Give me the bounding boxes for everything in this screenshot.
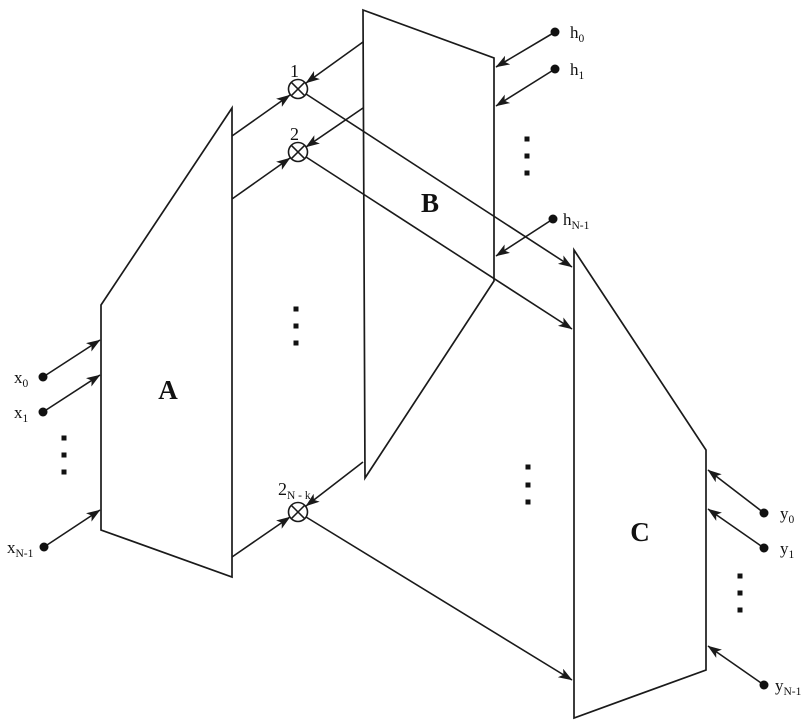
hN1-label: hN-1 xyxy=(563,210,590,232)
x1-arrow xyxy=(42,374,101,413)
b-to-node3-arrow xyxy=(305,461,364,507)
block-A-shape xyxy=(100,105,233,579)
multiplier-node-1: 1 xyxy=(287,61,309,100)
x1-label: x1 xyxy=(14,403,29,425)
block-A: A xyxy=(100,105,233,579)
ellipsis-dot xyxy=(61,469,67,475)
x0-terminal-dot xyxy=(38,372,48,382)
b-to-node2-arrow xyxy=(305,107,364,148)
yN1-terminal-dot xyxy=(759,680,769,690)
y-inputs-ellipsis xyxy=(737,573,743,613)
h-inputs: h0 h1 hN-1 xyxy=(495,23,590,257)
multiplier-node-2: 2 xyxy=(287,124,309,163)
ellipsis-dot xyxy=(524,136,530,142)
multiplier-column-ellipsis xyxy=(293,306,299,346)
node-to-c-arrows xyxy=(305,93,573,681)
y0-arrow xyxy=(707,469,765,514)
node3-to-c-arrow xyxy=(305,516,573,681)
a-to-node1-arrow xyxy=(231,94,291,137)
hN1-terminal-dot xyxy=(548,214,558,224)
node1-label: 1 xyxy=(290,61,299,81)
ellipsis-dot xyxy=(293,340,299,346)
multiply-cross-stroke xyxy=(290,504,306,520)
y1-arrow xyxy=(707,508,765,549)
block-A-label: A xyxy=(158,375,178,405)
block-C-label: C xyxy=(630,517,650,547)
y1-terminal-dot xyxy=(759,543,769,553)
multiply-cross-stroke xyxy=(290,144,306,160)
ellipsis-dot xyxy=(525,464,531,470)
ellipsis-dot xyxy=(737,590,743,596)
x-inputs-ellipsis xyxy=(61,435,67,475)
h-inputs-ellipsis xyxy=(524,136,530,176)
yN1-arrow xyxy=(707,645,765,686)
b-to-node1-arrow xyxy=(305,41,364,84)
node2-label: 2 xyxy=(290,124,299,144)
yN1-label: yN-1 xyxy=(775,676,802,698)
ellipsis-dot xyxy=(525,482,531,488)
block-B-label: B xyxy=(421,188,439,218)
ellipsis-dot xyxy=(293,306,299,312)
x0-label: x0 xyxy=(14,368,29,390)
y-inputs: y0 y1 yN-1 xyxy=(707,469,802,698)
y0-terminal-dot xyxy=(759,508,769,518)
node2-to-c-arrow xyxy=(305,156,573,330)
node-output-ellipsis xyxy=(525,464,531,505)
multiplier-node-2Nk: 2N - k xyxy=(278,479,311,523)
ellipsis-dot xyxy=(737,607,743,613)
h0-terminal-dot xyxy=(550,27,560,37)
xN1-arrow xyxy=(43,509,101,548)
node3-label: 2N - k xyxy=(278,479,311,502)
block-C: C xyxy=(573,247,707,720)
xN1-terminal-dot xyxy=(39,542,49,552)
h0-label: h0 xyxy=(570,23,585,45)
y1-label: y1 xyxy=(780,539,795,561)
b-to-node-arrows xyxy=(305,41,364,507)
multiply-cross-stroke xyxy=(290,81,306,97)
h1-arrow xyxy=(495,68,556,107)
ellipsis-dot xyxy=(524,170,530,176)
block-B-shape xyxy=(362,8,495,481)
xN1-label: xN-1 xyxy=(7,538,34,560)
hN1-arrow xyxy=(495,218,554,257)
node1-to-c-arrow xyxy=(305,93,573,268)
h1-label: h1 xyxy=(570,60,585,82)
block-B: B xyxy=(362,8,495,481)
ellipsis-dot xyxy=(525,499,531,505)
ellipsis-dot xyxy=(737,573,743,579)
ellipsis-dot xyxy=(524,153,530,159)
a-to-node2-arrow xyxy=(231,157,291,200)
y0-label: y0 xyxy=(780,504,795,526)
ellipsis-dot xyxy=(61,435,67,441)
x0-arrow xyxy=(42,339,101,378)
ellipsis-dot xyxy=(61,452,67,458)
a-to-node-arrows xyxy=(231,94,291,558)
a-to-node3-arrow xyxy=(231,516,291,558)
x1-terminal-dot xyxy=(38,407,48,417)
h1-terminal-dot xyxy=(550,64,560,74)
block-C-shape xyxy=(573,247,707,720)
h0-arrow xyxy=(495,31,556,68)
x-inputs: x0 x1 xN-1 xyxy=(7,339,101,560)
ellipsis-dot xyxy=(293,323,299,329)
